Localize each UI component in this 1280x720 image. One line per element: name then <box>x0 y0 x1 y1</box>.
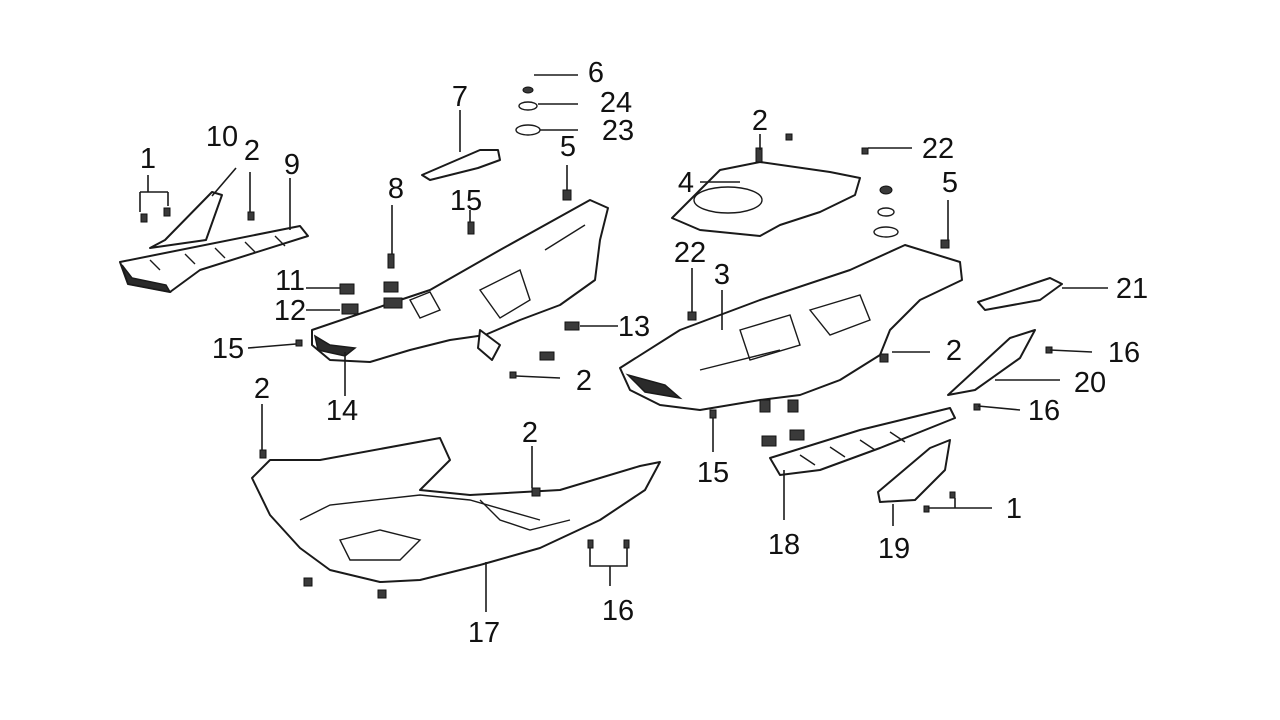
callout-8: 8 <box>388 173 404 205</box>
callout-15-left: 15 <box>212 333 244 365</box>
callout-2-upper-right: 2 <box>752 105 768 137</box>
callout-16-bottom: 16 <box>602 595 634 627</box>
callout-11: 11 <box>275 265 305 297</box>
callout-15: 15 <box>450 185 482 217</box>
callout-13: 13 <box>618 311 650 343</box>
part-21-right-upper-trim <box>977 277 1063 311</box>
callout-5-right: 5 <box>942 167 958 199</box>
callout-20: 20 <box>1074 367 1106 399</box>
callout-4: 4 <box>678 167 694 199</box>
callout-24: 24 <box>600 87 632 119</box>
part-9-left-step-rail <box>119 225 309 294</box>
callout-numbers: 1 10 2 9 7 6 24 23 5 8 15 11 12 13 15 14… <box>140 57 1148 649</box>
leader-lines <box>139 74 1108 612</box>
callout-2-lower-left: 2 <box>254 373 270 405</box>
callout-16-right-lower: 16 <box>1028 395 1060 427</box>
callout-3: 3 <box>714 259 730 291</box>
callout-6: 6 <box>588 57 604 89</box>
part-17-bottom-undercover <box>251 437 661 583</box>
callout-1: 1 <box>140 143 156 175</box>
callout-22-top: 22 <box>922 133 954 165</box>
callout-15-right: 15 <box>697 457 729 489</box>
part-18-lower-right-rail <box>769 407 956 476</box>
callout-10: 10 <box>206 121 238 153</box>
part-7-upper-trim <box>421 149 501 181</box>
callout-22-mid: 22 <box>674 237 706 269</box>
callout-2-lower-center: 2 <box>522 417 538 449</box>
callout-18: 18 <box>768 529 800 561</box>
part-14-left-floor-frame <box>311 199 609 363</box>
callout-21: 21 <box>1116 273 1148 305</box>
part-4-upper-right-cover <box>671 161 861 237</box>
callout-19: 19 <box>878 533 910 565</box>
part-20-right-side-trim <box>947 329 1036 396</box>
callout-5: 5 <box>560 131 576 163</box>
callout-2-right: 2 <box>946 335 962 367</box>
callout-12: 12 <box>274 295 306 327</box>
callout-9: 9 <box>284 149 300 181</box>
fasteners <box>140 86 1053 599</box>
callout-2-center: 2 <box>576 365 592 397</box>
callout-1-right: 1 <box>1006 493 1022 525</box>
part-10-left-small-cover <box>149 191 223 249</box>
callout-23: 23 <box>602 115 634 147</box>
part-19-right-lower-cover <box>877 439 951 503</box>
callout-17: 17 <box>468 617 500 649</box>
callout-2: 2 <box>244 135 260 167</box>
callout-14: 14 <box>326 395 358 427</box>
part-3-right-floor-frame <box>619 244 963 411</box>
callout-16-right-upper: 16 <box>1108 337 1140 369</box>
callout-7: 7 <box>452 81 468 113</box>
